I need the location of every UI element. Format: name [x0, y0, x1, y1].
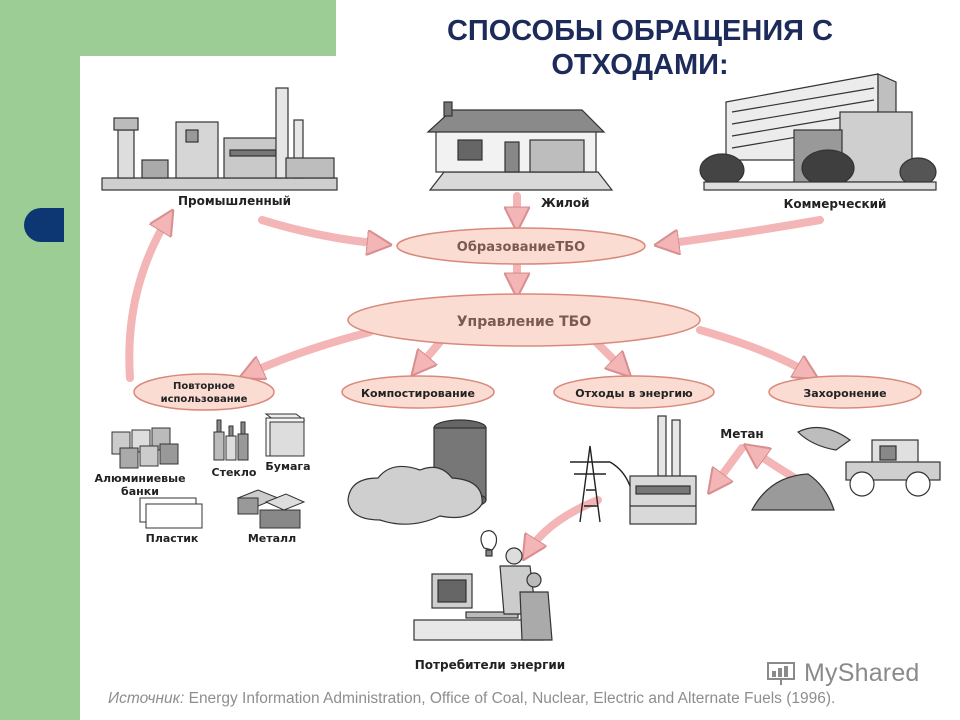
source-text: Energy Information Administration, Offic…: [184, 690, 836, 707]
commercial-building-icon: [699, 73, 937, 191]
source-label: Источник:: [108, 690, 185, 707]
power-plant-icon: [629, 415, 697, 525]
consumers-label: Потребители энергии: [415, 658, 565, 672]
title-line-2: ОТХОДАМИ:: [551, 49, 729, 81]
cans-label-1: Алюминиевые: [94, 472, 185, 485]
glass-bottles-icon: [213, 419, 249, 461]
arrow-reuse-to-industrial: [125, 218, 168, 382]
compost-oval: [341, 375, 495, 409]
power-pylon-icon: [570, 445, 631, 523]
energy-label: Отходы в энергию: [575, 387, 693, 400]
arrow-to-landfill: [696, 326, 810, 374]
paper-stack-icon: [264, 413, 306, 457]
arrow-to-compost: [418, 338, 444, 368]
arrow-to-reuse: [248, 328, 374, 374]
plastic-sheets-icon: [139, 497, 203, 529]
source-commercial-label: Коммерческий: [784, 197, 887, 211]
compost-label: Компостирование: [361, 387, 475, 400]
energy-oval: [553, 375, 715, 409]
arrow-methane-to-plant: [714, 444, 746, 486]
top-green-band: [80, 0, 336, 56]
presentation-icon: [767, 662, 795, 685]
compost-bin-icon: [347, 419, 487, 525]
management-oval: [347, 293, 701, 347]
methane-label: Метан: [720, 427, 763, 441]
source-industrial-label: Промышленный: [178, 194, 291, 208]
arrow-industrial-to-generation: [258, 216, 382, 244]
generation-oval: [396, 227, 646, 265]
cans-label-2: банки: [121, 485, 159, 498]
navy-bullet-shape: [24, 208, 64, 242]
bulldozer-icon: [751, 426, 941, 511]
left-green-band: [0, 0, 80, 720]
slide-title: СПОСОБЫ ОБРАЩЕНИЯ С ОТХОДАМИ:: [400, 14, 880, 82]
residential-house-icon: [426, 101, 614, 191]
paper-label: Бумага: [265, 460, 310, 473]
plastic-label: Пластик: [146, 532, 199, 545]
source-residential-label: Жилой: [541, 196, 590, 210]
flow-arrows: [125, 192, 824, 552]
arrow-commercial-to-generation: [664, 216, 824, 244]
metal-label: Металл: [248, 532, 296, 545]
landfill-oval: [768, 375, 922, 409]
management-label: Управление ТБО: [457, 314, 592, 330]
energy-consumers-icon: [413, 530, 553, 641]
source-citation: Источник: Energy Information Administrat…: [108, 690, 958, 708]
generation-label: ОбразованиеТБО: [457, 240, 585, 255]
arrow-plant-to-consumers: [528, 496, 602, 552]
metal-blocks-icon: [236, 489, 306, 529]
landfill-label: Захоронение: [803, 387, 886, 400]
glass-label: Стекло: [212, 466, 257, 479]
brand-text: MyShared: [804, 658, 920, 687]
arrow-to-energy: [592, 338, 624, 370]
reuse-label-2: использование: [161, 394, 248, 405]
reuse-label-1: Повторное: [173, 381, 235, 392]
reuse-oval: [133, 373, 275, 411]
industrial-plant-icon: [101, 87, 338, 191]
myshared-watermark: MyShared: [766, 656, 920, 690]
title-line-1: СПОСОБЫ ОБРАЩЕНИЯ С: [446, 15, 834, 47]
aluminum-cans-icon: [111, 427, 179, 469]
